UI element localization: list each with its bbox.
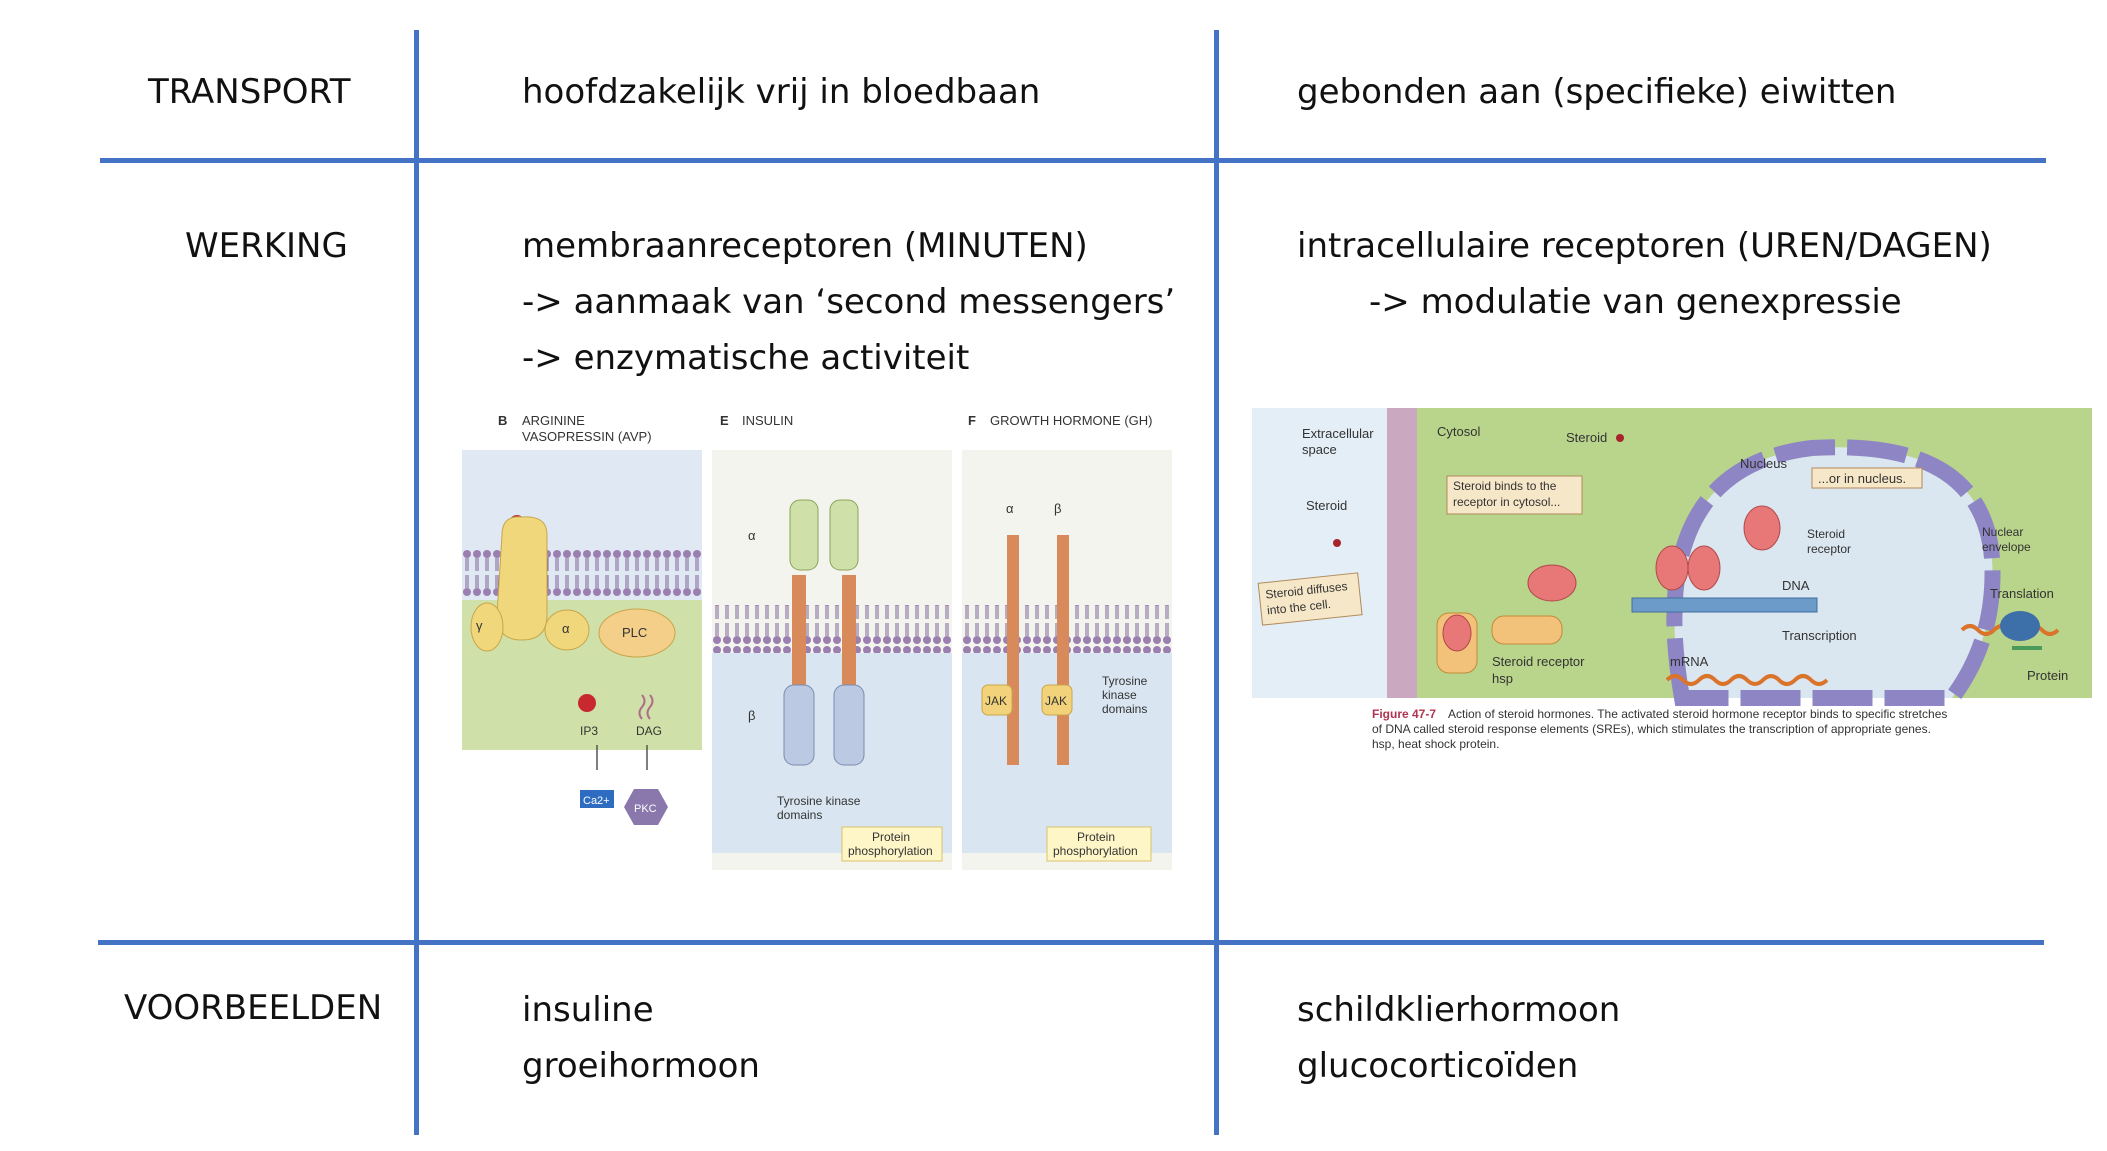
werking-left-line-3: -> enzymatische activiteit — [522, 338, 970, 378]
steroid-receptor-nuc-1: Steroid — [1807, 527, 1845, 541]
panel-f-title: GROWTH HORMONE (GH) — [990, 413, 1152, 428]
werking-right-line-2: -> modulatie van genexpressie — [1369, 282, 1902, 322]
horizontal-divider-1 — [100, 158, 2046, 163]
diffuses-label-2: into the cell. — [1266, 597, 1331, 618]
row-label-voorbeelden: VOORBEELDEN — [124, 988, 383, 1028]
werking-left-line-1: membraanreceptoren (MINUTEN) — [522, 226, 1088, 266]
extracellular-label-1: Extracellular — [1302, 426, 1374, 441]
werking-right-line-1: intracellulaire receptoren (UREN/DAGEN) — [1297, 226, 1992, 266]
panel-b-letter: B — [498, 413, 507, 428]
vertical-divider-1 — [414, 30, 419, 1135]
tk-domains-f-3: domains — [1102, 702, 1147, 716]
caption-line-2: of DNA called steroid response elements … — [1372, 722, 1931, 736]
plc-label: PLC — [622, 625, 647, 640]
tk-domains-f-1: Tyrosine — [1102, 674, 1148, 688]
hsp-label: hsp — [1492, 671, 1513, 686]
translation-label: Translation — [1990, 586, 2054, 601]
binds-cytosol-label-2: receptor in cytosol... — [1453, 495, 1560, 509]
caption-line-3: hsp, heat shock protein. — [1372, 737, 1499, 751]
voorbeelden-left-line-1: insuline — [522, 990, 654, 1030]
alpha-label-e: α — [748, 528, 756, 543]
tk-domains-e-2: domains — [777, 808, 822, 822]
werking-left-line-2: -> aanmaak van ‘second messengers’ — [522, 282, 1176, 322]
dna-label: DNA — [1782, 578, 1810, 593]
panel-f-letter: F — [968, 413, 976, 428]
protein-label: Protein — [2027, 668, 2068, 683]
steroid-label-left: Steroid — [1306, 498, 1347, 513]
steroid-receptor-label: Steroid receptor — [1492, 654, 1585, 669]
horizontal-divider-2 — [98, 940, 2044, 945]
voorbeelden-left-line-2: groeihormoon — [522, 1046, 760, 1086]
pkc-label: PKC — [634, 803, 657, 815]
binds-cytosol-label-1: Steroid binds to the — [1453, 479, 1557, 493]
protein-phos-e-2: phosphorylation — [848, 844, 933, 858]
voorbeelden-right-line-1: schildklierhormoon — [1297, 990, 1621, 1030]
beta-label-e: β — [748, 708, 755, 723]
row-label-werking: WERKING — [185, 226, 348, 266]
steroid-action-figure: Extracellular space Cytosol Steroid Nucl… — [1252, 408, 2092, 758]
nucleus-label: Nucleus — [1740, 456, 1787, 471]
protein-phos-e-1: Protein — [872, 830, 910, 844]
tk-domains-f-2: kinase — [1102, 688, 1137, 702]
nuclear-envelope-2: envelope — [1982, 540, 2031, 554]
steroid-receptor-nuc-2: receptor — [1807, 542, 1851, 556]
ca-label: Ca2+ — [583, 795, 610, 807]
tk-domains-e-1: Tyrosine kinase — [777, 794, 861, 808]
transport-left-text: hoofdzakelijk vrij in bloedbaan — [522, 72, 1041, 112]
panel-e-letter: E — [720, 413, 729, 428]
caption-title: Figure 47-7 — [1372, 707, 1436, 721]
membrane-receptor-figure: B ARGININE VASOPRESSIN (AVP) PLC γ α IP3… — [462, 405, 1182, 885]
panel-e-title: INSULIN — [742, 413, 793, 428]
panel-b-title-1: ARGININE — [522, 413, 585, 428]
gamma-label: γ — [476, 618, 483, 633]
alpha-label-f: α — [1006, 501, 1014, 516]
panel-b-title-2: VASOPRESSIN (AVP) — [522, 429, 652, 444]
alpha-label-b: α — [562, 621, 570, 636]
mrna-label: mRNA — [1670, 654, 1709, 669]
steroid-label-top: Steroid — [1566, 430, 1607, 445]
voorbeelden-right-line-2: glucocorticoïden — [1297, 1046, 1579, 1086]
caption-line-1: Action of steroid hormones. The activate… — [1448, 707, 1947, 721]
ip3-label: IP3 — [580, 724, 598, 738]
nuclear-envelope-1: Nuclear — [1982, 525, 2023, 539]
jak-label-2: JAK — [1045, 694, 1067, 708]
row-label-transport: TRANSPORT — [148, 72, 351, 112]
transcription-label: Transcription — [1782, 628, 1857, 643]
extracellular-label-2: space — [1302, 442, 1337, 457]
protein-phos-f-2: phosphorylation — [1053, 844, 1138, 858]
jak-label-1: JAK — [985, 694, 1007, 708]
transport-right-text: gebonden aan (specifieke) eiwitten — [1297, 72, 1897, 112]
dag-label: DAG — [636, 724, 662, 738]
or-in-nucleus-label: ...or in nucleus. — [1818, 471, 1906, 486]
protein-phos-f-1: Protein — [1077, 830, 1115, 844]
cytosol-label: Cytosol — [1437, 424, 1480, 439]
vertical-divider-2 — [1214, 30, 1219, 1135]
beta-label-f: β — [1054, 501, 1061, 516]
